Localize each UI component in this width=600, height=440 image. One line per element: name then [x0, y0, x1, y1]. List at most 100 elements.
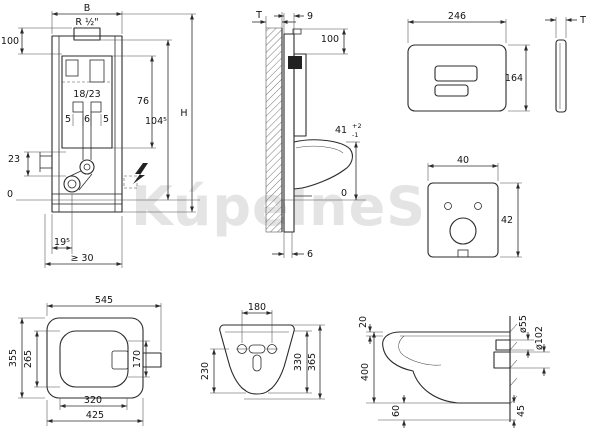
dim-164: 164	[505, 44, 530, 112]
dim-9: 9	[274, 11, 313, 34]
bottom-crossbar	[51, 193, 123, 205]
flush-opening	[111, 350, 129, 370]
dim-1045-label: 104⁵	[145, 116, 167, 127]
dim-42-label: 42	[501, 215, 513, 226]
frame-front-view: B R ½" 100 18/23 5 6 5 76 104⁵ H	[1, 3, 200, 268]
dim-t-label: T	[255, 10, 262, 21]
outlet-elbow	[63, 175, 81, 193]
dim-320-label: 320	[84, 395, 102, 406]
dim-100-side: 100	[301, 28, 348, 55]
insulation-pad-outline	[427, 182, 499, 258]
dim-100-side-label: 100	[321, 34, 339, 45]
dim-60-label: 60	[391, 405, 402, 417]
flush-button-large	[434, 65, 478, 82]
dim-102-label: ø102	[534, 326, 545, 350]
flush-valve	[89, 59, 105, 83]
dim-230-label: 230	[200, 362, 211, 380]
outlet-stub-side	[493, 351, 511, 369]
dim-425-label: 425	[86, 410, 104, 421]
slot-horizontal	[248, 344, 266, 354]
dim-545: 545	[46, 295, 162, 351]
dim-h-label: H	[180, 108, 187, 119]
zero-label: 0	[7, 189, 13, 200]
dim-6: 6	[272, 232, 313, 260]
dim-t-wall: T	[252, 10, 296, 28]
dim-55: ø55	[510, 315, 534, 358]
dim-60: 60	[391, 395, 406, 428]
side-view: T 9 100 41 +2 -1 0	[252, 10, 366, 260]
dim-1045: 104⁵	[100, 39, 172, 200]
pan-plan-view: 545 355 265 170 320	[8, 295, 162, 426]
dim-55-label: ø55	[518, 315, 529, 333]
dim-246: 246	[407, 11, 507, 43]
plate-edge-profile	[555, 39, 567, 113]
dim-6-label: 6	[307, 249, 313, 260]
pipe-label: 18/23	[73, 89, 100, 100]
flush-plate-view: 246 164 T	[407, 11, 586, 113]
seg-5b-label: 5	[103, 114, 109, 125]
pipe-box-right	[90, 101, 102, 113]
pan-side-view: 20 400 ø55 ø102 60 45	[358, 315, 550, 428]
dim-76: 76	[112, 55, 156, 149]
dim-265: 265	[23, 330, 60, 388]
flush-button-small	[434, 84, 469, 97]
dim-365: 365	[244, 324, 325, 400]
dim-9-label: 9	[307, 11, 313, 22]
seat-line	[295, 145, 344, 154]
water-supply-box	[73, 27, 101, 41]
dim-41-label: 41	[335, 125, 347, 136]
lightning-icon	[133, 163, 148, 184]
electrical-box	[123, 175, 138, 189]
connection-label: R ½"	[75, 17, 98, 28]
supply-stub	[292, 28, 302, 35]
dim-41: 41 +2 -1	[335, 122, 362, 200]
side-view-geometry	[265, 27, 353, 233]
tank-profile	[293, 53, 307, 137]
dim-40-label: 40	[457, 155, 469, 166]
dim-b: B	[51, 3, 123, 34]
flush-plate-outline	[407, 44, 507, 112]
frame-front-geometry	[39, 27, 148, 213]
dim-164-label: 164	[505, 73, 523, 84]
dim-45-label: 45	[516, 405, 527, 417]
dim-min30-label: ≥ 30	[70, 253, 93, 264]
dim-230: 230	[200, 348, 246, 394]
dim-h: H	[122, 13, 196, 213]
connector-block	[288, 56, 302, 69]
dim-100-label: 100	[1, 36, 19, 47]
dim-265-label: 265	[23, 350, 34, 368]
dim-180: 180	[241, 302, 273, 343]
dim-20: 20	[358, 316, 383, 344]
inlet-stub	[495, 339, 511, 351]
dim-41-tol-minus: -1	[352, 131, 358, 139]
dim-b-label: B	[84, 3, 91, 14]
dim-t-plate-label: T	[579, 15, 586, 26]
dim-20-label: 20	[358, 316, 369, 328]
pan-front-view: 180 230 330 365	[200, 302, 325, 400]
pan-side-outline	[382, 331, 511, 404]
dim-42: 42	[500, 182, 522, 258]
pipe-box-left	[72, 101, 84, 113]
zero-level-front: 0	[7, 189, 200, 201]
bowl-profile	[293, 139, 353, 190]
insulation-pad-view: 40 42	[427, 155, 522, 258]
dim-23: 23	[8, 151, 66, 177]
dim-195-label: 19⁵	[54, 237, 70, 248]
pad-notch	[457, 249, 469, 258]
cistern-tank	[61, 55, 113, 149]
zero-level-side: 0	[282, 188, 366, 201]
dim-170: 170	[128, 340, 150, 378]
dim-320: 320	[59, 395, 128, 410]
pan-plan-outline	[46, 317, 144, 399]
zero-side-label: 0	[341, 188, 347, 199]
bowl-inner-line	[398, 335, 442, 366]
dim-76-label: 76	[137, 96, 149, 107]
dim-102: ø102	[510, 326, 550, 376]
dim-41-tol-plus: +2	[352, 122, 362, 130]
fill-valve	[65, 59, 79, 77]
pan-front-outline	[219, 324, 295, 395]
dim-330: 330	[268, 330, 312, 394]
pad-hole-left	[444, 202, 452, 210]
dim-400-label: 400	[360, 363, 371, 381]
